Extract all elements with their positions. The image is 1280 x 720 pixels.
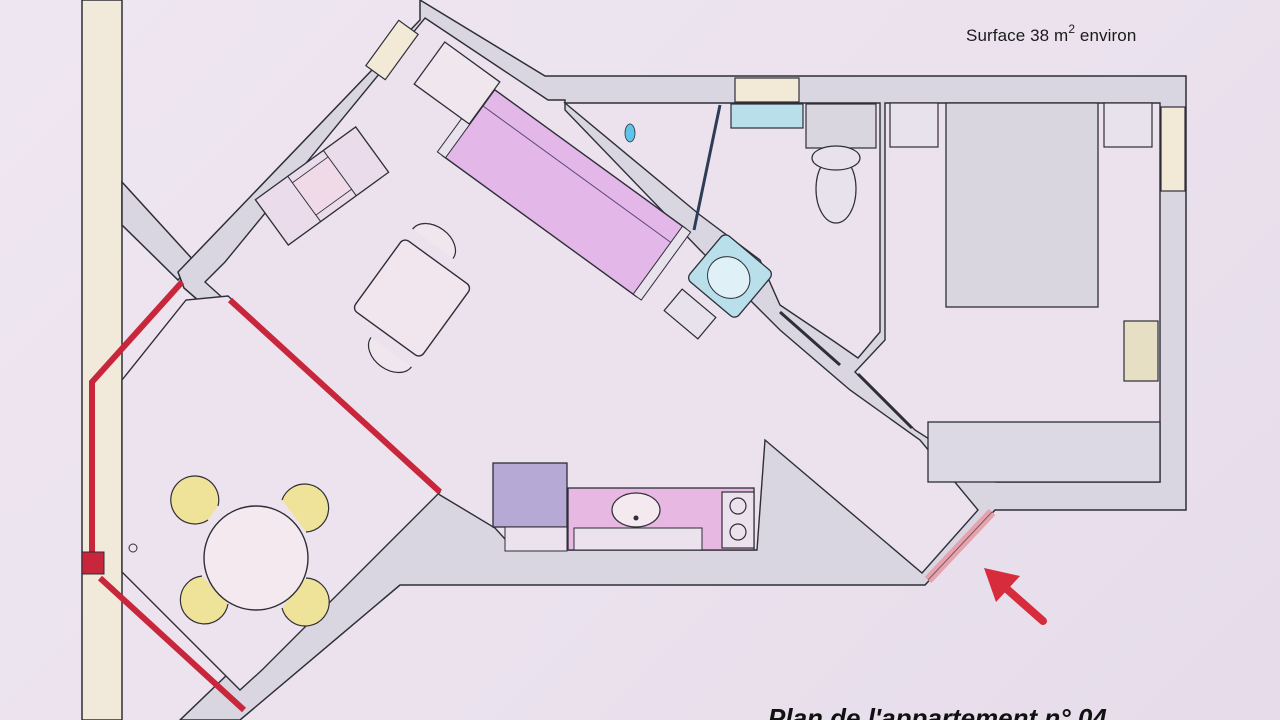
red-window-2: [89, 279, 185, 565]
plan-title: Plan de l'appartement n° 04: [768, 703, 1107, 720]
kitchen-counter-lower: [573, 527, 703, 551]
terrace-light: [128, 543, 138, 553]
surface-suffix: environ: [1079, 26, 1137, 45]
entrance-door-edge: [927, 511, 993, 581]
hall-door-1: [779, 310, 841, 367]
terrace-table: [170, 475, 330, 627]
stove-burner-2: [729, 523, 747, 541]
stove: [721, 491, 755, 549]
armchair-set: [254, 125, 390, 247]
washbasin-cabinet: [663, 288, 717, 340]
bedroom-wardrobe: [927, 421, 1161, 483]
shower-drain: [624, 123, 636, 143]
dining-table: [353, 222, 471, 374]
stove-burner-1: [729, 497, 747, 515]
bedside-table-left: [889, 102, 939, 148]
surface-prefix: Surface 38 m: [966, 26, 1069, 45]
side-cabinet: [413, 41, 501, 125]
bedroom-window: [1160, 106, 1186, 192]
bathroom-floor: [563, 102, 881, 359]
left-outer-wall: [81, 0, 123, 720]
bed: [945, 102, 1099, 308]
toilet-cistern: [805, 103, 877, 149]
sink-drain: [633, 515, 639, 521]
kitchen-sink: [611, 492, 661, 528]
surface-exponent: 2: [1068, 22, 1076, 36]
red-window-1: [227, 297, 443, 495]
hall-door-2: [856, 372, 914, 430]
bedside-table-right: [1103, 102, 1153, 148]
surface-label: Surface 38 m2 environ: [966, 22, 1136, 46]
red-window-3: [97, 575, 247, 713]
bedroom-cabinet: [1123, 320, 1159, 382]
bathroom-sink-counter: [730, 103, 804, 129]
top-window: [734, 77, 800, 103]
outer-wall-band-nw: [121, 180, 197, 282]
window-nw: [364, 19, 420, 81]
bathroom-glass-partition: [692, 104, 722, 231]
fridge: [492, 462, 568, 528]
arrow-up-left-icon: [984, 568, 1047, 625]
toilet-tank-top: [811, 145, 861, 171]
washbasin: [688, 234, 772, 318]
fridge-base: [504, 526, 568, 552]
red-post: [81, 551, 105, 575]
